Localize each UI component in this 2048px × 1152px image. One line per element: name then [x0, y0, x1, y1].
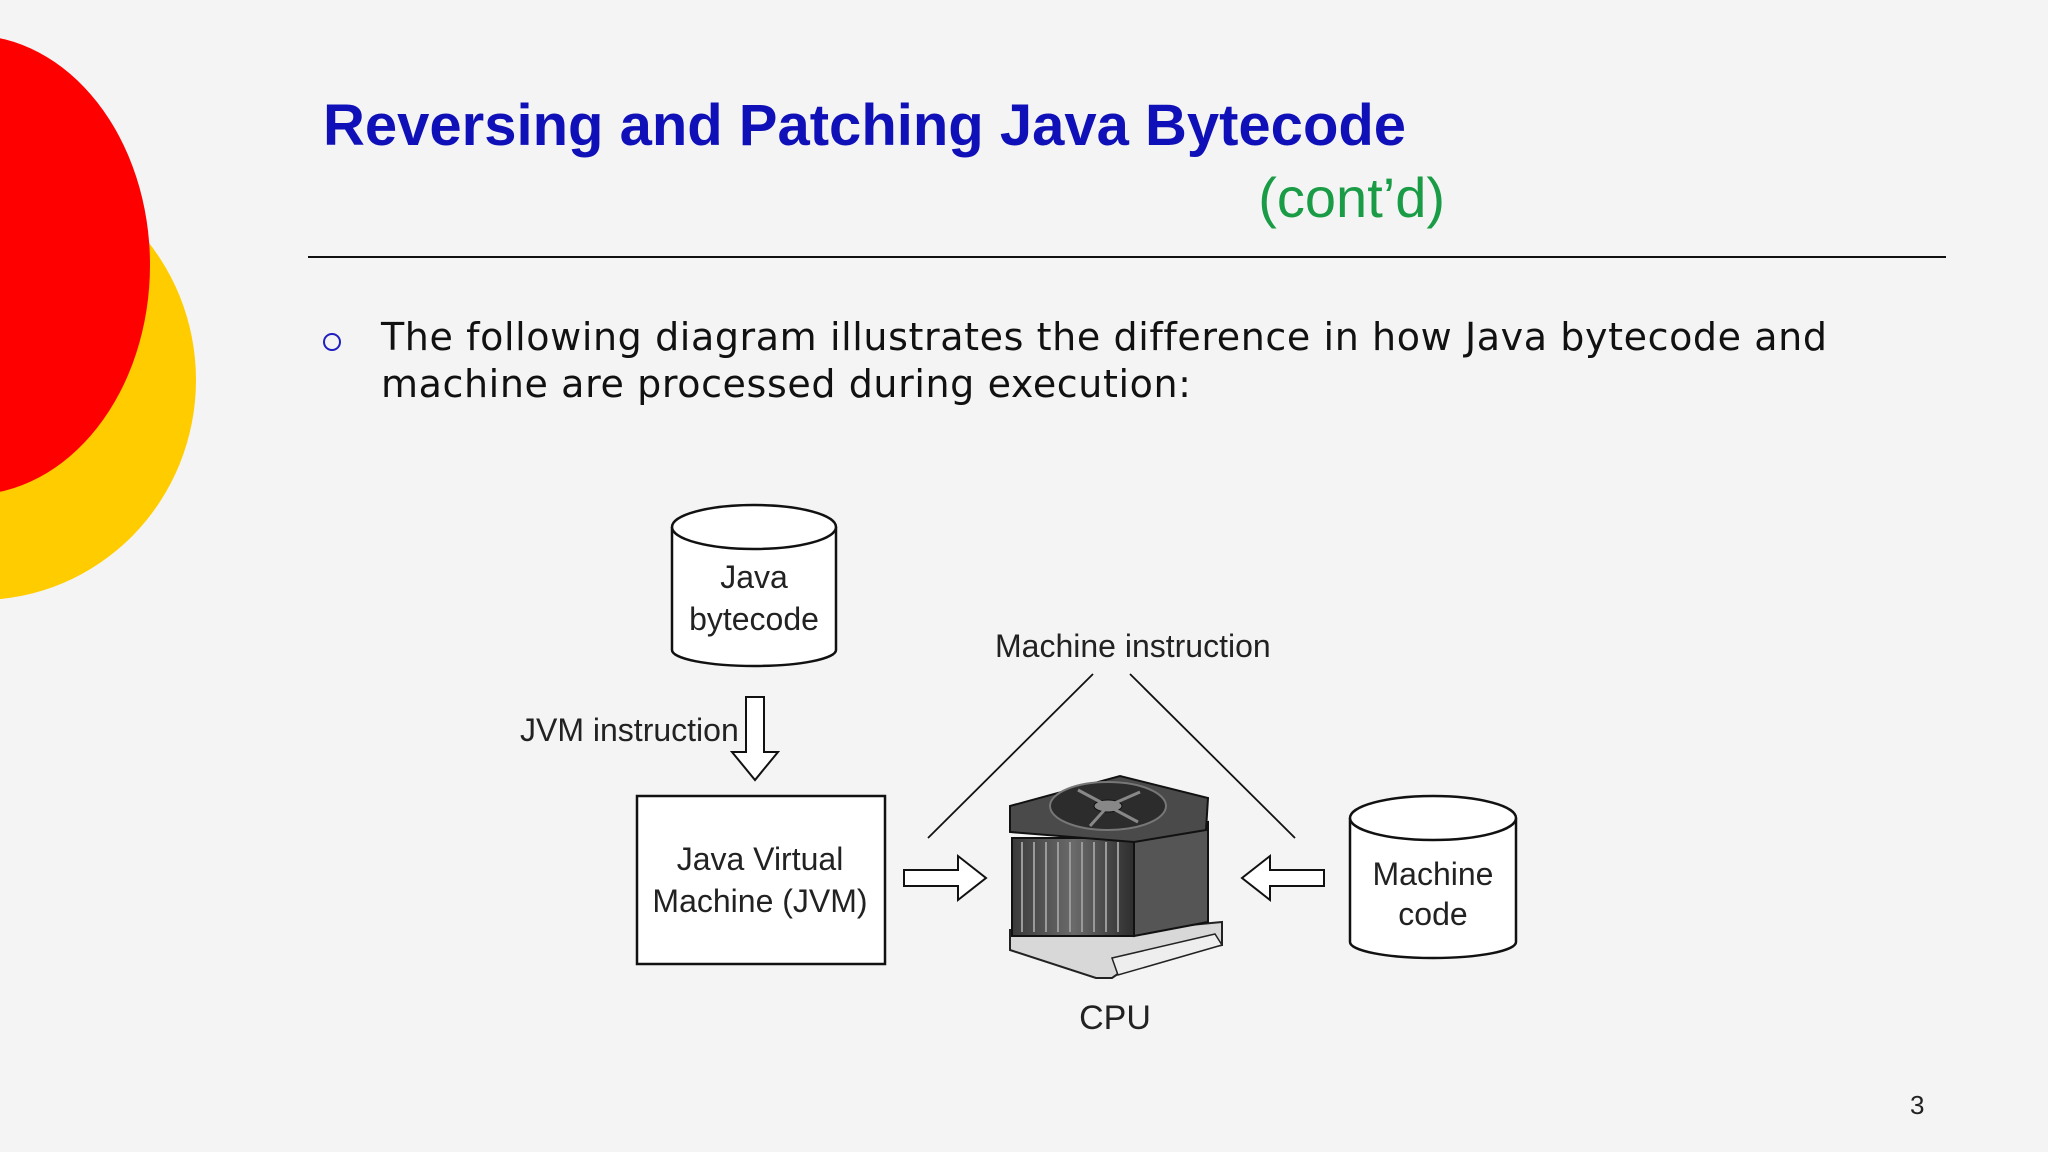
slide-title: Reversing and Patching Java Bytecode	[323, 93, 1407, 158]
jvm-box-label-line2: Machine (JVM)	[652, 883, 867, 919]
java-bytecode-cylinder: Java bytecode	[670, 503, 838, 668]
page-number: 3	[1910, 1090, 1925, 1120]
slide-subtitle: (cont’d)	[1258, 166, 1445, 229]
cpu-label: CPU	[1079, 999, 1151, 1037]
right-arrow-icon	[903, 853, 988, 903]
jvm-instruction-label: JVM instruction	[520, 712, 739, 748]
down-arrow-icon	[729, 696, 781, 782]
java-bytecode-label-line1: Java	[720, 559, 788, 595]
instruction-line-right	[1129, 673, 1296, 839]
java-bytecode-label-line2: bytecode	[689, 601, 819, 637]
title-divider	[308, 256, 1946, 258]
instruction-line-left	[927, 673, 1094, 839]
machine-code-label-line2: code	[1398, 896, 1467, 932]
decorative-circles	[0, 38, 196, 599]
bullet-circle-icon	[323, 333, 341, 351]
jvm-box-label-line1: Java Virtual	[677, 841, 844, 877]
cpu-icon: CPU	[1009, 774, 1224, 1037]
machine-instruction-label: Machine instruction	[995, 628, 1271, 664]
jvm-box: Java Virtual Machine (JVM)	[635, 794, 887, 966]
bullet-text: The following diagram illustrates the di…	[381, 315, 1828, 406]
machine-code-cylinder: Machine code	[1348, 794, 1518, 960]
red-circle	[0, 38, 150, 492]
machine-code-label-line1: Machine	[1373, 856, 1494, 892]
left-arrow-icon	[1240, 853, 1325, 903]
